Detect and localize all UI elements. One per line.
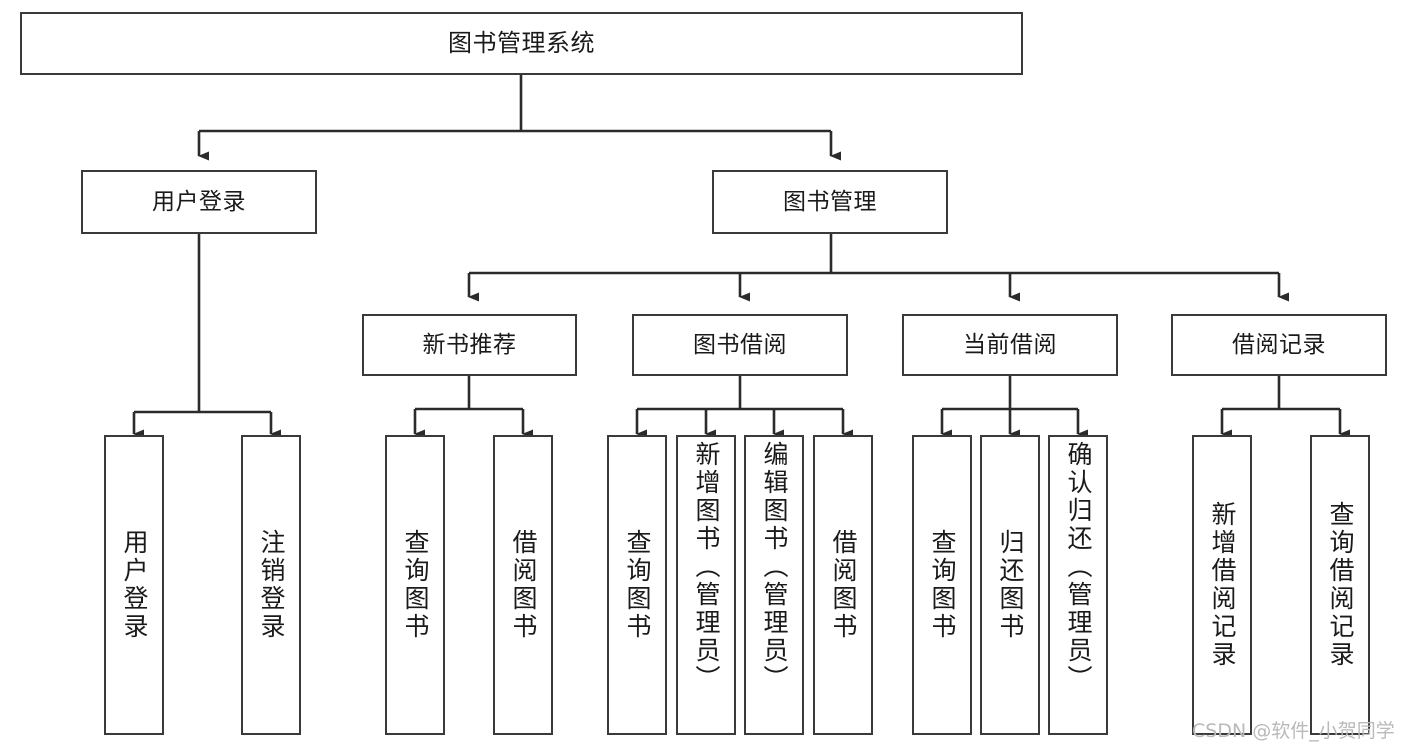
node-current-borrow[interactable]: 当前借阅 [902,314,1118,376]
node-label: 图书管理 [783,188,877,215]
csdn-watermark: CSDN @软件_小贺同学 [1192,720,1395,742]
node-leaf-return-book[interactable]: 归还图书 [980,435,1040,735]
node-leaf-logout[interactable]: 注销登录 [241,435,301,735]
node-leaf-user-login[interactable]: 用户登录 [104,435,164,735]
node-leaf-query-borrow-record[interactable]: 查询借阅记录 [1310,435,1370,735]
node-leaf-query-book-borrow[interactable]: 查询图书 [607,435,667,735]
node-book-management[interactable]: 图书管理 [712,170,948,234]
node-label: 查询图书 [623,529,652,641]
node-label: 查询图书 [928,529,957,641]
node-leaf-query-book-current[interactable]: 查询图书 [912,435,972,735]
node-label: 查询借阅记录 [1326,501,1355,669]
node-label: 查询图书 [401,529,430,641]
node-label: 图书借阅 [693,331,787,358]
node-label: 新书推荐 [422,331,517,358]
node-leaf-add-borrow-record[interactable]: 新增借阅记录 [1192,435,1252,735]
node-user-login[interactable]: 用户登录 [81,170,317,234]
node-label: 新增借阅记录 [1208,501,1237,669]
node-borrow-record[interactable]: 借阅记录 [1171,314,1387,376]
node-leaf-confirm-return-admin[interactable]: 确认归还（管理员） [1048,435,1108,735]
node-label: 用户登录 [152,188,246,215]
node-label: 注销登录 [257,529,286,641]
node-root-book-management-system[interactable]: 图书管理系统 [20,12,1023,75]
node-new-book-recommend[interactable]: 新书推荐 [362,314,577,376]
node-label: 借阅图书 [509,529,538,641]
node-leaf-edit-book-admin[interactable]: 编辑图书（管理员） [744,435,804,735]
node-label: 编辑图书（管理员） [760,441,789,693]
node-leaf-add-book-admin[interactable]: 新增图书（管理员） [676,435,736,735]
node-leaf-borrow-book[interactable]: 借阅图书 [813,435,873,735]
node-label: 确认归还（管理员） [1064,441,1093,693]
node-label: 图书管理系统 [448,28,595,57]
node-leaf-query-book-recommend[interactable]: 查询图书 [385,435,445,735]
node-label: 当前借阅 [963,331,1057,358]
node-label: 归还图书 [996,529,1025,641]
node-label: 用户登录 [120,529,149,641]
node-label: 新增图书（管理员） [692,441,721,693]
node-leaf-borrow-book-recommend[interactable]: 借阅图书 [493,435,553,735]
node-label: 借阅图书 [829,529,858,641]
node-label: 借阅记录 [1232,331,1326,358]
node-book-borrow[interactable]: 图书借阅 [632,314,848,376]
